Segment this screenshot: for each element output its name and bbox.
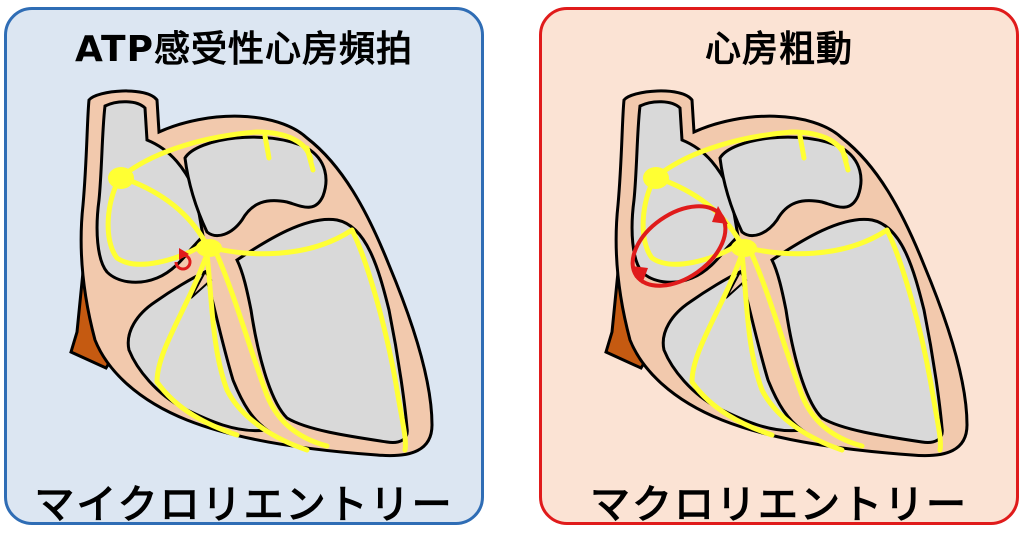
micro-reentry-icon <box>174 248 192 271</box>
heart-diagram-right <box>542 10 1019 525</box>
heart-diagram-left <box>7 10 484 525</box>
panel-title-left: ATP感受性心房頻拍 <box>74 29 413 70</box>
panel-caption-left: マイクロリエントリー <box>34 482 454 525</box>
panel-atrial-flutter: 心房粗動 マクロリエントリー <box>539 7 1019 525</box>
panel-title-right: 心房粗動 <box>704 29 853 70</box>
panel-atp-tachycardia: ATP感受性心房頻拍 マイクロリエントリー <box>4 7 484 525</box>
macro-reentry-icon <box>630 204 728 288</box>
panel-caption-right: マクロリエントリー <box>590 482 968 525</box>
